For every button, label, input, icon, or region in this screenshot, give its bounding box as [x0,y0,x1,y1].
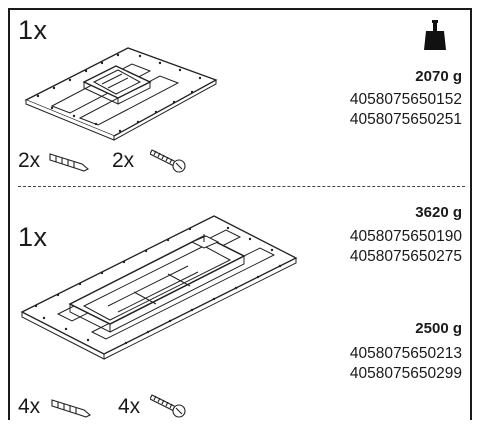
section-1-quantity: 1x [18,15,48,45]
weight-icon [424,20,446,50]
section-divider [18,186,465,187]
screw-icon [150,146,188,174]
section-1-plug-quantity: 2x [18,149,41,172]
section-2-ean-3: 4058075650213 [349,345,462,362]
section-2-weight-1: 3620 g [415,204,462,221]
wall-plug-icon [48,150,90,172]
section-2-panel-drawing [18,208,300,370]
section-1-ean-2: 4058075650251 [349,111,462,128]
section-2-quantity: 1x [18,222,48,252]
section-2-weight-2: 2500 g [415,320,462,337]
section-2-ean-4: 4058075650299 [349,365,462,382]
section-2-plug-quantity: 4x [18,395,41,418]
section-2-ean-1: 4058075650190 [349,228,462,245]
screw-icon [150,391,188,419]
section-2-screw-quantity: 4x [118,395,141,418]
parts-list-frame [8,8,472,420]
section-1-screw-quantity: 2x [112,149,135,172]
section-1-weight: 2070 g [415,68,462,85]
section-2-ean-2: 4058075650275 [349,248,462,265]
wall-plug-icon [50,396,92,418]
section-1-panel-drawing [20,38,220,144]
section-1-ean-1: 4058075650152 [349,91,462,108]
